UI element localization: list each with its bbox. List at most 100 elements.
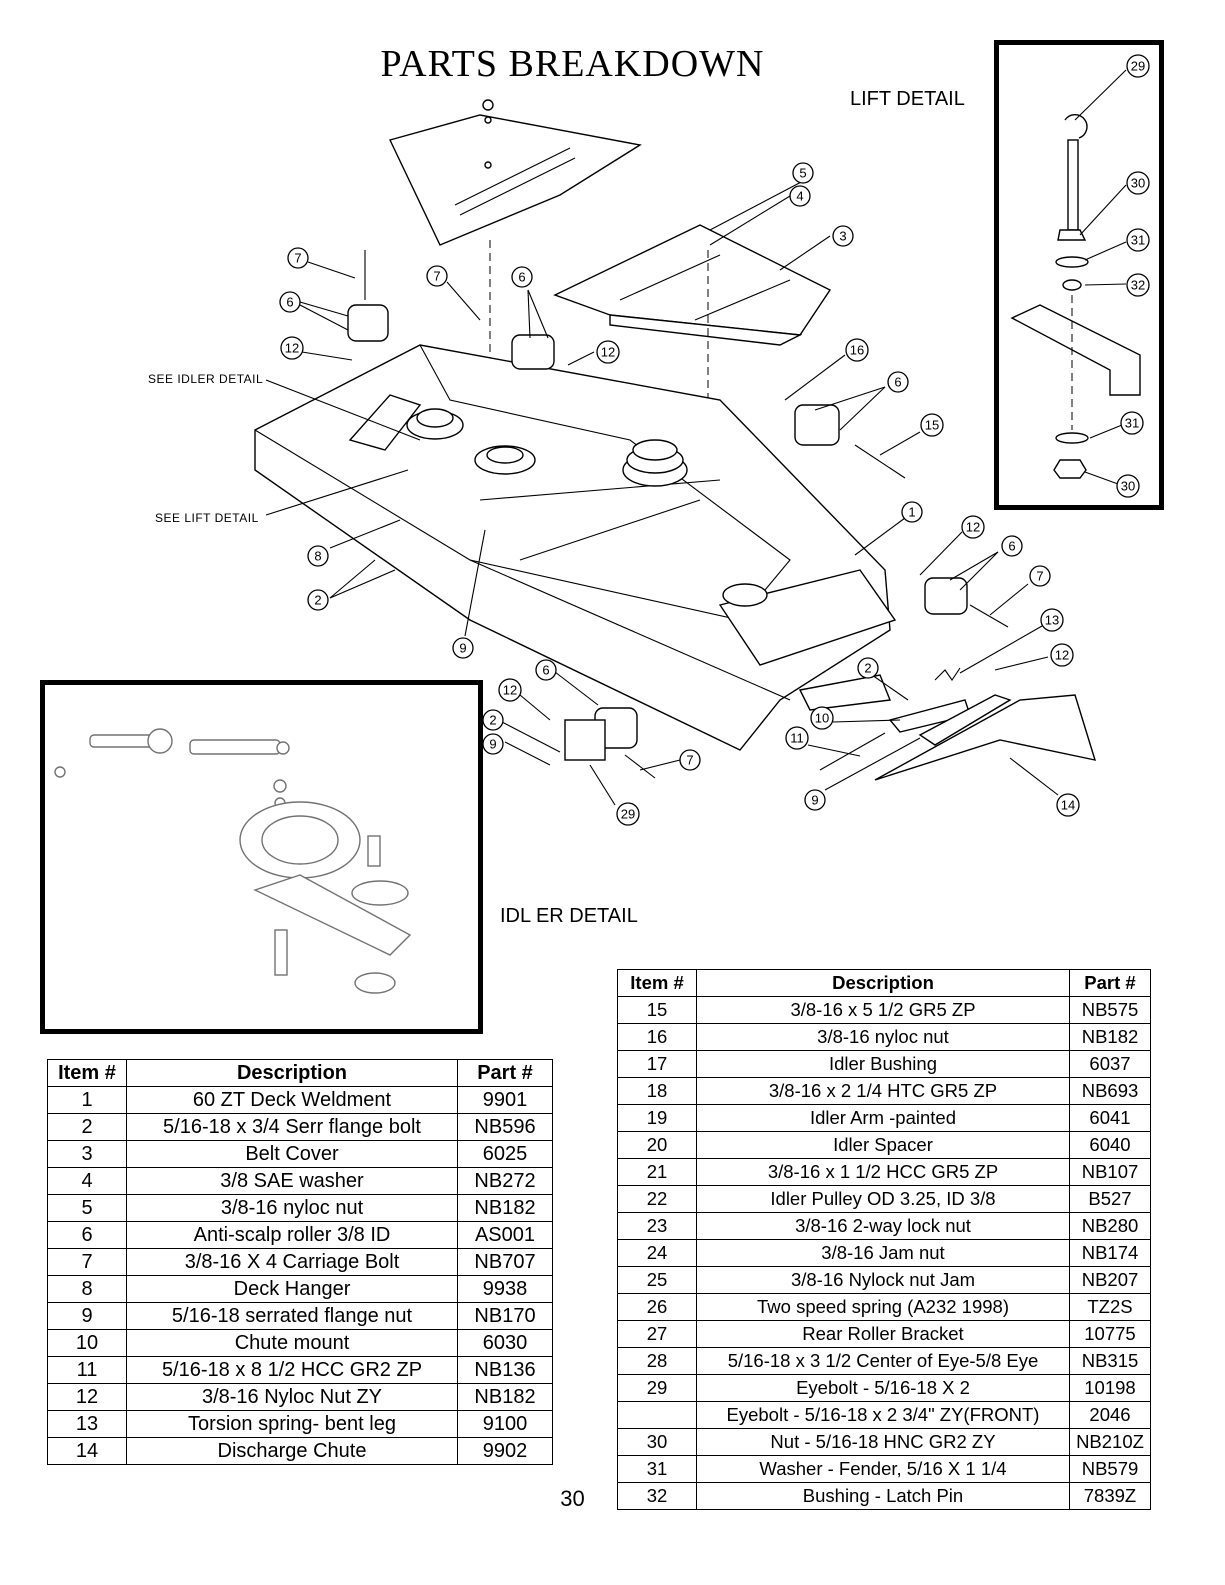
anti-scalp-rollers (347, 250, 1009, 779)
balloon-7: 7 (1029, 565, 1051, 587)
svg-text:7: 7 (433, 269, 440, 284)
description-cell: 5/16-18 x 3 1/2 Center of Eye-5/8 Eye (696, 1347, 1070, 1375)
item-number-cell: 13 (47, 1410, 127, 1438)
balloon-30: 30 (1116, 474, 1140, 498)
balloon-2: 2 (482, 709, 504, 731)
part-number-cell: NB693 (1069, 1077, 1151, 1105)
lift-detail-label: LIFT DETAIL (850, 88, 965, 110)
svg-text:32: 32 (1131, 278, 1145, 293)
svg-text:9: 9 (489, 737, 496, 752)
item-number-cell: 29 (617, 1374, 697, 1402)
part-number-cell: NB207 (1069, 1266, 1151, 1294)
see-idler-detail-label: SEE IDLER DETAIL (148, 372, 264, 386)
part-number-cell: NB272 (457, 1167, 553, 1195)
part-number-cell: B527 (1069, 1185, 1151, 1213)
item-number-cell: 24 (617, 1239, 697, 1267)
item-number-cell: 14 (47, 1437, 127, 1465)
header-part: Part # (1069, 969, 1151, 997)
svg-text:29: 29 (1131, 59, 1145, 74)
balloon-5: 5 (792, 162, 814, 184)
description-cell: Rear Roller Bracket (696, 1320, 1070, 1348)
description-cell: Eyebolt - 5/16-18 x 2 3/4" ZY(FRONT) (696, 1401, 1070, 1429)
idler-detail-parts (54, 728, 412, 994)
item-number-cell: 11 (47, 1356, 127, 1384)
svg-text:4: 4 (796, 189, 803, 204)
item-number-cell: 3 (47, 1140, 127, 1168)
part-number-cell: NB182 (457, 1383, 553, 1411)
svg-text:6: 6 (518, 270, 525, 285)
svg-text:2: 2 (864, 661, 871, 676)
part-number-cell: 6025 (457, 1140, 553, 1168)
description-cell: 3/8-16 x 1 1/2 HCC GR5 ZP (696, 1158, 1070, 1186)
svg-text:30: 30 (1121, 479, 1135, 494)
balloon-30: 30 (1126, 171, 1150, 195)
item-number-cell: 6 (47, 1221, 127, 1249)
part-number-cell: 6037 (1069, 1050, 1151, 1078)
balloon-14: 14 (1056, 793, 1080, 817)
balloon-6: 6 (887, 371, 909, 393)
part-number-cell: 7839Z (1069, 1482, 1151, 1510)
part-number-cell: NB107 (1069, 1158, 1151, 1186)
svg-text:8: 8 (314, 549, 321, 564)
item-number-cell: 30 (617, 1428, 697, 1456)
part-number-cell: 9100 (457, 1410, 553, 1438)
description-cell: 3/8-16 Nyloc Nut ZY (126, 1383, 458, 1411)
part-number-cell: 9938 (457, 1275, 553, 1303)
svg-text:2: 2 (489, 713, 496, 728)
description-cell: Eyebolt - 5/16-18 X 2 (696, 1374, 1070, 1402)
description-cell: Idler Bushing (696, 1050, 1070, 1078)
idler-detail-box (40, 680, 483, 1034)
balloon-13: 13 (1040, 608, 1064, 632)
item-number-cell: 28 (617, 1347, 697, 1375)
item-number-cell: 2 (47, 1113, 127, 1141)
svg-text:14: 14 (1061, 798, 1075, 813)
description-cell: 60 ZT Deck Weldment (126, 1086, 458, 1114)
balloon-32: 32 (1126, 273, 1150, 297)
balloon-12: 12 (280, 336, 304, 360)
page-number: 30 (560, 1486, 585, 1511)
balloon-6: 6 (279, 291, 301, 313)
balloon-9: 9 (804, 789, 826, 811)
part-number-cell: NB182 (457, 1194, 553, 1222)
balloon-11: 11 (785, 726, 809, 750)
description-cell: Idler Pulley OD 3.25, ID 3/8 (696, 1185, 1070, 1213)
svg-text:9: 9 (811, 793, 818, 808)
item-number-cell: 1 (47, 1086, 127, 1114)
description-cell: Two speed spring (A232 1998) (696, 1293, 1070, 1321)
balloon-15: 15 (920, 413, 944, 437)
table-row: Eyebolt - 5/16-18 x 2 3/4" ZY(FRONT)2046 (617, 1401, 1151, 1429)
item-number-cell: 4 (47, 1167, 127, 1195)
description-cell: Washer - Fender, 5/16 X 1 1/4 (696, 1455, 1070, 1483)
balloon-12: 12 (961, 515, 985, 539)
description-cell: 3/8-16 x 2 1/4 HTC GR5 ZP (696, 1077, 1070, 1105)
header-description: Description (126, 1059, 458, 1087)
table-header-row: Item # Description Part # (47, 1059, 553, 1087)
item-number-cell: 5 (47, 1194, 127, 1222)
svg-text:7: 7 (1036, 569, 1043, 584)
part-number-cell: 10775 (1069, 1320, 1151, 1348)
part-number-cell: 6030 (457, 1329, 553, 1357)
description-cell: 3/8-16 2-way lock nut (696, 1212, 1070, 1240)
balloon-12: 12 (596, 340, 620, 364)
description-cell: 3/8-16 nyloc nut (126, 1194, 458, 1222)
deck-pulleys (406, 408, 768, 607)
belt-cover-left-plate (389, 99, 642, 246)
